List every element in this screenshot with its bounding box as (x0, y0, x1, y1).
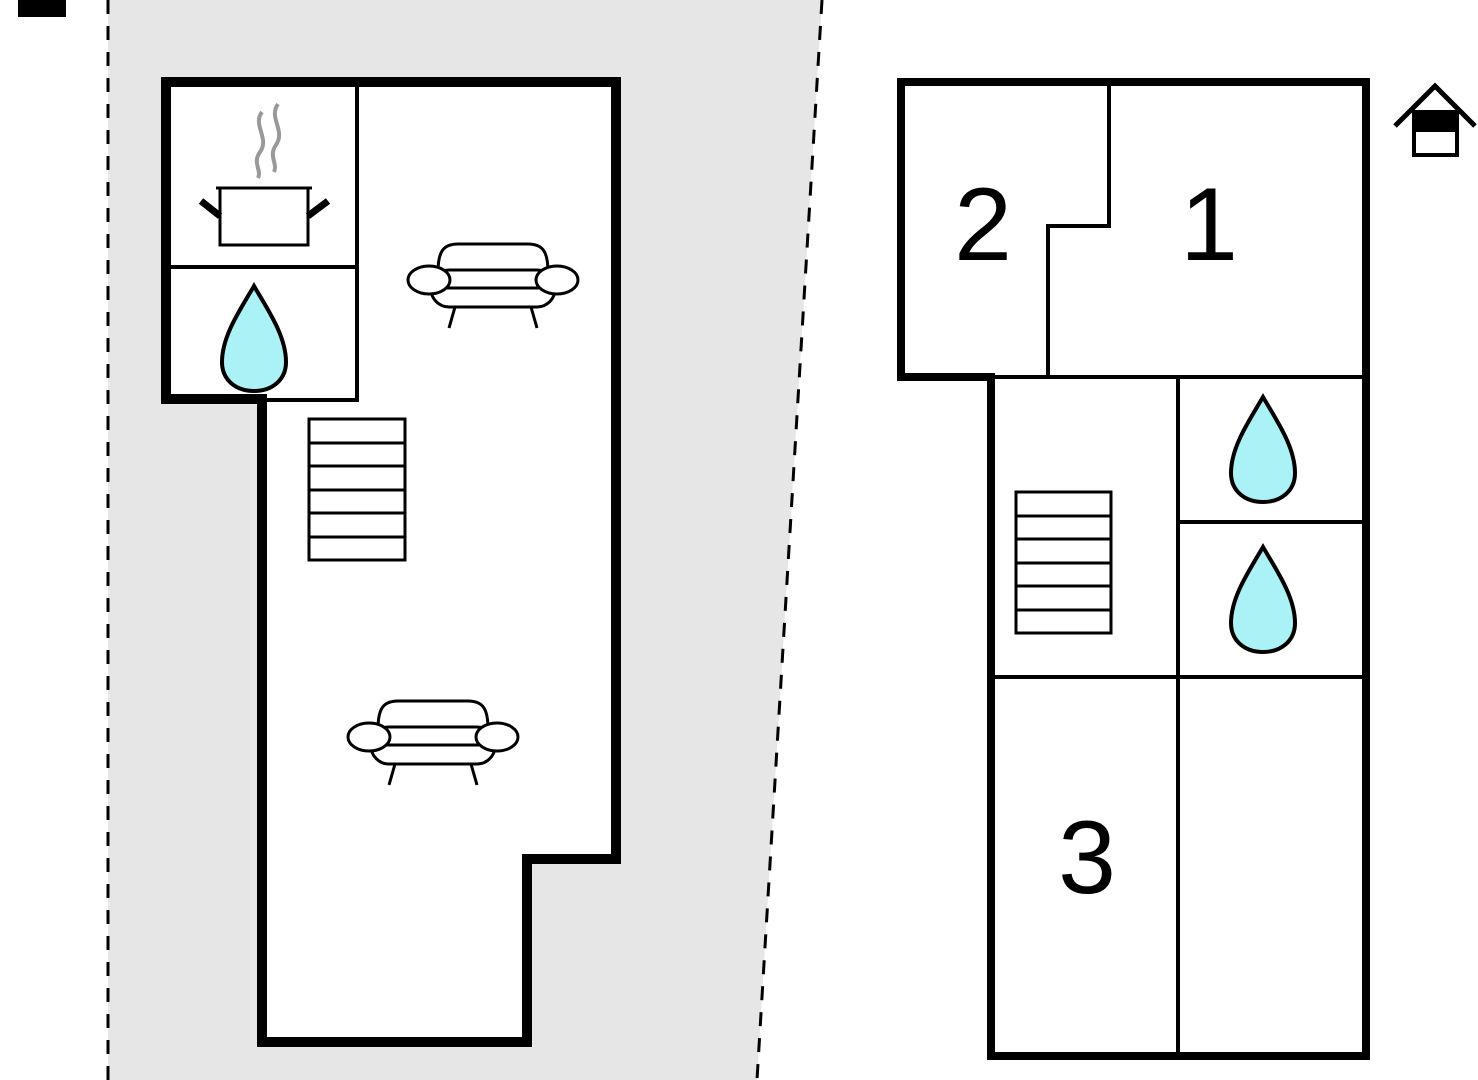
room-number-1: 1 (1180, 167, 1238, 283)
room-number-2: 2 (954, 167, 1012, 283)
entrance-house-icon (1393, 82, 1477, 157)
room-number-3: 3 (1058, 800, 1116, 916)
stairs-icon (1014, 490, 1113, 635)
upper-floor-outline (897, 78, 1370, 1060)
upper-interior-wall (1046, 82, 1111, 377)
kitchen-pot-icon (198, 102, 331, 247)
corner-marker (18, 0, 66, 17)
ground-floor-plan (161, 77, 621, 1047)
stairs-icon (307, 417, 407, 562)
ground-floor-outline (161, 77, 621, 1047)
upper-floor-plan: 1 2 3 (897, 78, 1370, 1060)
